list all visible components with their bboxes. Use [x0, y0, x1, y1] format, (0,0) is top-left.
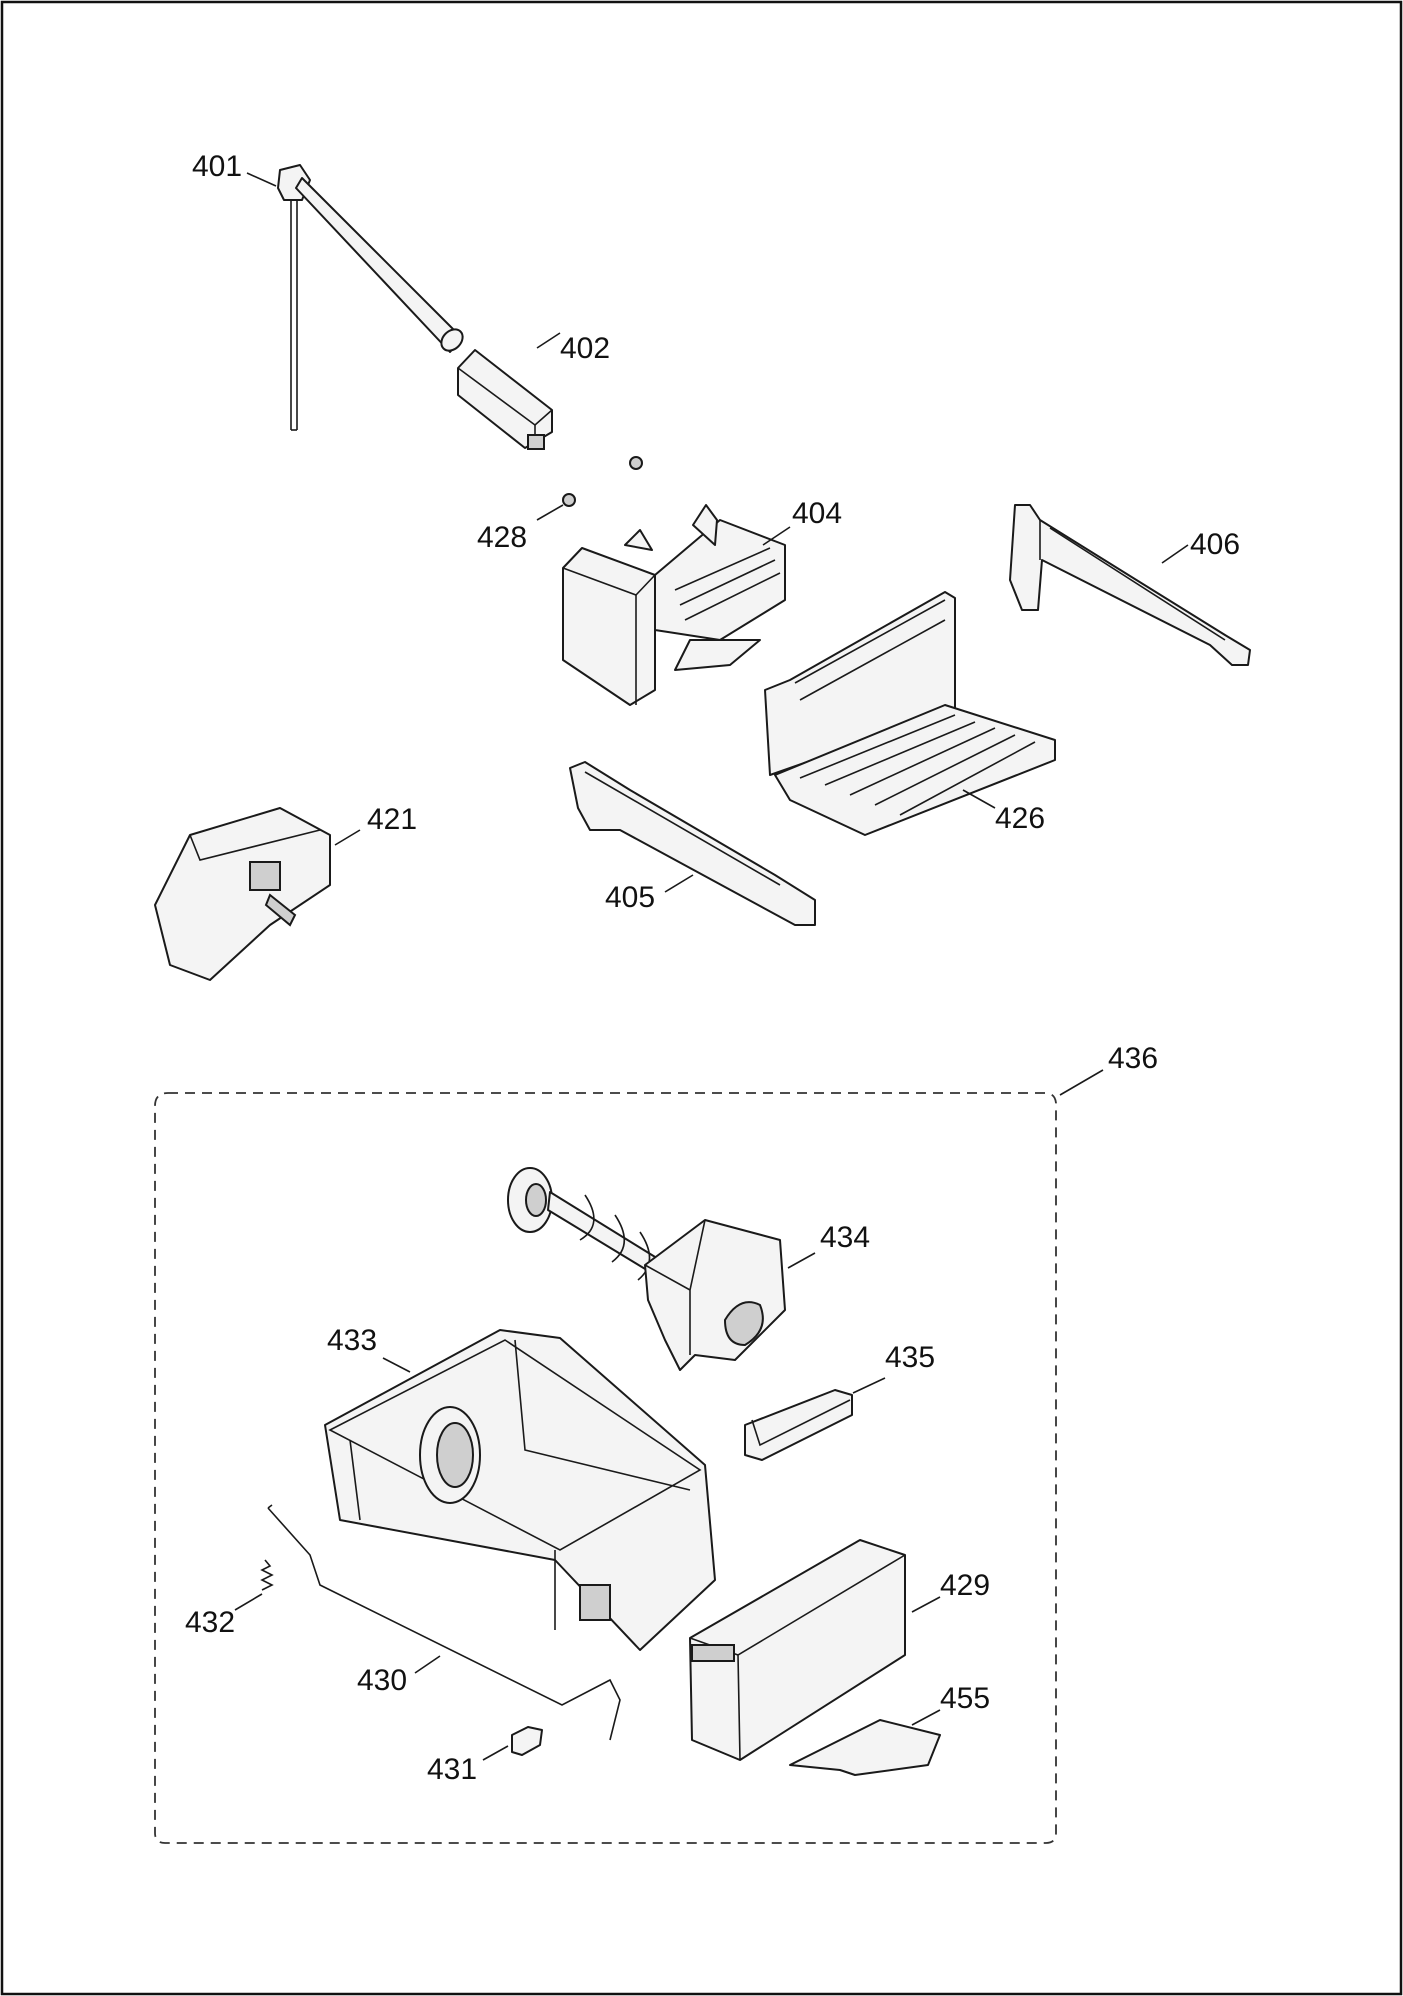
part-406-rail: [1009, 504, 1251, 666]
callout-436: 436: [1108, 1042, 1158, 1075]
leader-429: [911, 1596, 941, 1613]
callout-434: 434: [820, 1221, 870, 1254]
callout-433: 433: [327, 1324, 377, 1357]
callout-455: 455: [940, 1682, 990, 1715]
part-428-nut: [562, 456, 643, 507]
callout-428: 428: [477, 521, 527, 554]
leader-430: [414, 1655, 441, 1674]
callout-404: 404: [792, 497, 842, 530]
leader-434: [787, 1252, 816, 1269]
callout-401: 401: [192, 150, 242, 183]
leader-435: [852, 1377, 886, 1394]
callout-406: 406: [1190, 528, 1240, 561]
leader-432: [234, 1593, 263, 1611]
part-455-plate: [789, 1719, 941, 1776]
part-404-ice-maker: [562, 504, 786, 706]
part-421-control-module: [154, 807, 331, 981]
callout-405: 405: [605, 881, 655, 914]
callout-429: 429: [940, 1569, 990, 1602]
leader-404: [762, 526, 791, 546]
part-435-clip: [744, 1389, 853, 1461]
leader-426: [962, 789, 996, 809]
part-434-auger: [507, 1167, 786, 1371]
part-426-shelf: [764, 591, 1056, 836]
callout-426: 426: [995, 802, 1045, 835]
part-432-spring: [260, 1559, 274, 1591]
leader-436: [1059, 1069, 1104, 1096]
leader-431: [482, 1745, 509, 1761]
part-405-bracket: [569, 761, 816, 926]
leader-406: [1161, 544, 1189, 564]
part-429-front-cover: [689, 1539, 906, 1761]
callout-402: 402: [560, 332, 610, 365]
leader-455: [911, 1709, 941, 1726]
callout-432: 432: [185, 1606, 235, 1639]
leader-428: [536, 504, 564, 521]
part-401-fill-tube: [277, 164, 464, 431]
callout-430: 430: [357, 1664, 407, 1697]
leader-421: [334, 829, 361, 846]
callout-431: 431: [427, 1753, 477, 1786]
part-402-fill-cup: [457, 349, 553, 450]
callout-421: 421: [367, 803, 417, 836]
leader-405: [664, 874, 694, 893]
leader-401: [246, 172, 277, 187]
callout-435: 435: [885, 1341, 935, 1374]
leader-433: [382, 1357, 411, 1373]
part-433-ice-bucket: [324, 1329, 716, 1651]
part-430-rod: [267, 1504, 621, 1741]
part-431-lever: [511, 1726, 543, 1756]
assembly-436-frame: [154, 1092, 1057, 1844]
leader-402: [536, 332, 561, 349]
